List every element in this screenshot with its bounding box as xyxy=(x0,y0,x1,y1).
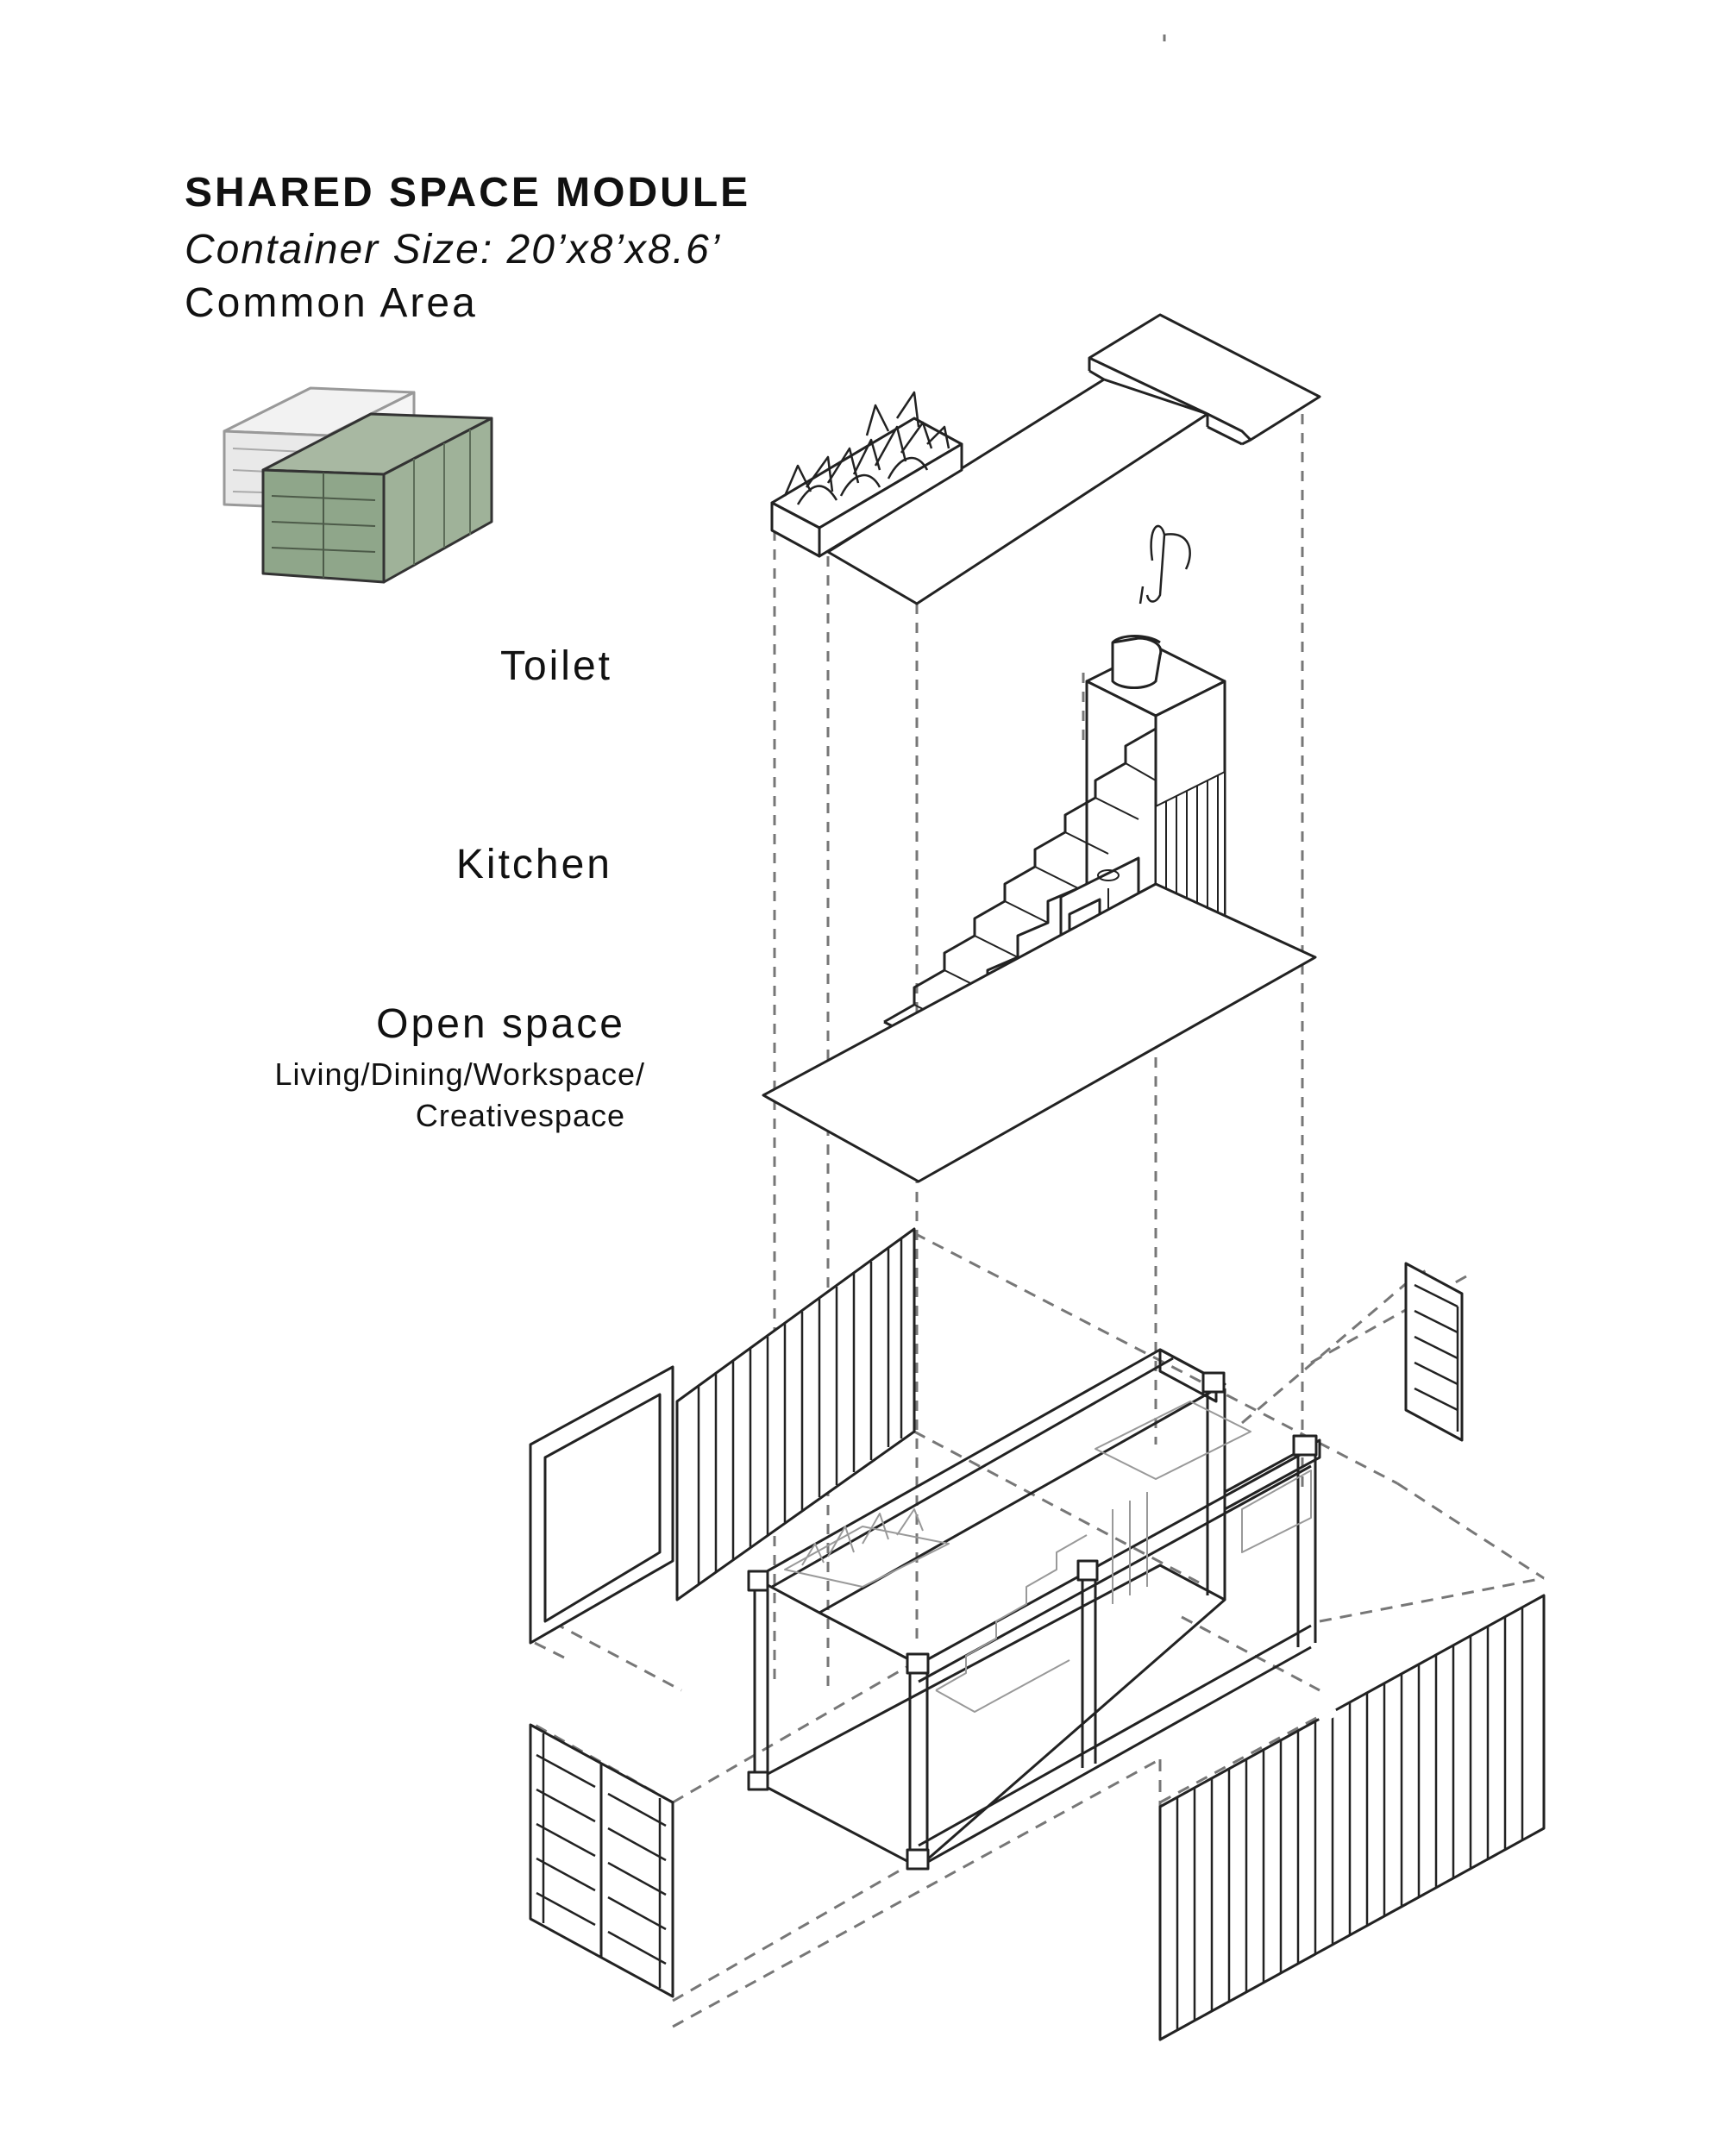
shower-fixture xyxy=(1138,524,1191,605)
label-open-space: Open space xyxy=(376,1001,625,1047)
label-kitchen: Kitchen xyxy=(455,842,612,887)
front-side-wall xyxy=(1158,1594,1546,2041)
left-side-wall xyxy=(675,1227,916,1601)
front-end-doors xyxy=(529,1723,674,1998)
right-end-panel xyxy=(1404,1262,1464,1442)
container-frame xyxy=(747,1348,1321,1871)
label-open-space-detail-2: Creativespace xyxy=(415,1098,625,1133)
module-title: SHARED SPACE MODULE xyxy=(185,170,751,216)
label-toilet: Toilet xyxy=(499,643,612,689)
open-space-floor xyxy=(762,882,1317,1183)
label-open-space-detail-1: Living/Dining/Workspace/ xyxy=(274,1056,645,1092)
envelope-dashes xyxy=(534,1232,1545,2041)
thumbnail-module xyxy=(223,386,493,584)
roof-level xyxy=(770,313,1321,605)
end-door-frame xyxy=(529,1365,674,1645)
container-size: Container Size: 20’x8’x8.6’ xyxy=(185,227,722,273)
area-name: Common Area xyxy=(185,280,478,326)
